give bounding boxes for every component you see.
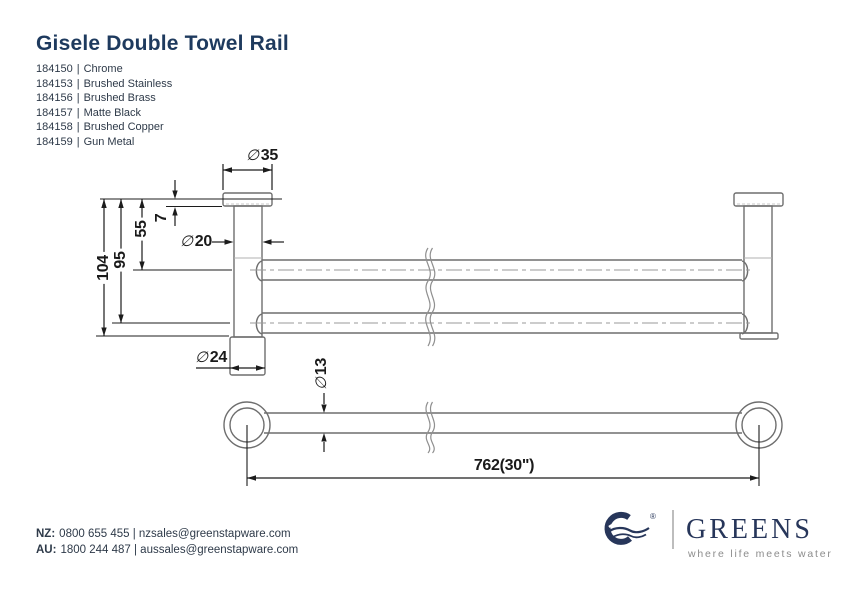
registered-mark: ® <box>650 512 656 521</box>
contact-row-au: AU:1800 244 487 | aussales@greenstapware… <box>36 543 298 559</box>
product-finish: Brushed Brass <box>83 92 156 105</box>
left-base-sleeve <box>229 336 266 376</box>
side-view-linework <box>222 192 784 376</box>
right-base-disc <box>739 332 779 340</box>
diameter-symbol: ∅ <box>313 377 330 390</box>
dim-flange-diameter-label: ∅35 <box>246 147 278 164</box>
dim-base-diameter-label: ∅24 <box>195 349 227 366</box>
diameter-symbol: ∅ <box>246 147 259 164</box>
code-separator: | <box>76 77 80 90</box>
diameter-symbol: ∅ <box>195 349 208 366</box>
product-code-row: 184153|Brushed Stainless <box>36 77 172 92</box>
brand-tagline: where life meets water <box>688 548 833 560</box>
contact-value: 0800 655 455 | nzsales@greenstapware.com <box>59 528 291 540</box>
product-finish: Brushed Copper <box>83 121 164 134</box>
product-code-row: 184156|Brushed Brass <box>36 91 172 106</box>
product-code: 184153 <box>36 77 73 90</box>
contact-country-label: AU: <box>36 543 57 556</box>
fillet <box>741 260 749 282</box>
greens-logo-icon <box>604 511 650 545</box>
code-separator: | <box>76 106 80 119</box>
break-mark <box>425 401 436 454</box>
dimension-arrowheads <box>101 167 759 481</box>
product-code: 184150 <box>36 63 73 75</box>
page-title: Gisele Double Towel Rail <box>36 32 289 55</box>
dim-post-diameter-label: ∅20 <box>180 233 212 250</box>
code-separator: | <box>76 63 80 75</box>
contact-row-nz: NZ:0800 655 455 | nzsales@greenstapware.… <box>36 527 298 543</box>
product-finish: Matte Black <box>83 106 142 119</box>
dim-rail2-offset-label: 95 <box>112 248 130 272</box>
product-code-list: 184150|Chrome 184153|Brushed Stainless 1… <box>36 62 172 150</box>
break-mark <box>425 247 436 347</box>
brand-wordmark: GREENS <box>686 514 813 545</box>
product-finish: Chrome <box>83 63 123 75</box>
product-code-row: 184157|Matte Black <box>36 106 172 121</box>
product-finish: Brushed Stainless <box>83 77 173 90</box>
technical-drawing <box>96 164 784 486</box>
diameter-symbol: ∅ <box>180 233 193 250</box>
contact-country-label: NZ: <box>36 528 56 540</box>
product-code: 184158 <box>36 121 73 134</box>
code-separator: | <box>76 92 80 105</box>
contact-value: 1800 244 487 | aussales@greenstapware.co… <box>60 543 299 556</box>
code-separator: | <box>76 135 80 148</box>
logo-divider <box>672 510 674 549</box>
product-finish: Gun Metal <box>83 135 135 148</box>
product-code-row: 184158|Brushed Copper <box>36 120 172 135</box>
product-code-row: 184150|Chrome <box>36 62 172 77</box>
product-code: 184157 <box>36 106 73 119</box>
product-code: 184159 <box>36 135 73 148</box>
front-view-linework <box>223 401 783 454</box>
dim-rail-diameter-label: ∅13 <box>313 358 330 390</box>
product-code: 184156 <box>36 92 73 105</box>
contact-info: NZ:0800 655 455 | nzsales@greenstapware.… <box>36 527 298 558</box>
fillet <box>255 313 263 335</box>
code-separator: | <box>76 121 80 134</box>
product-code-row: 184159|Gun Metal <box>36 135 172 150</box>
fillet <box>741 313 749 335</box>
fillet <box>255 260 263 282</box>
dim-projection-label: 104 <box>95 252 113 284</box>
dim-rail1-offset-label: 55 <box>133 217 151 241</box>
dimension-linework <box>96 164 760 486</box>
dim-flange-thickness-label: 7 <box>153 213 170 223</box>
dim-overall-length-label: 762(30") <box>473 457 535 474</box>
